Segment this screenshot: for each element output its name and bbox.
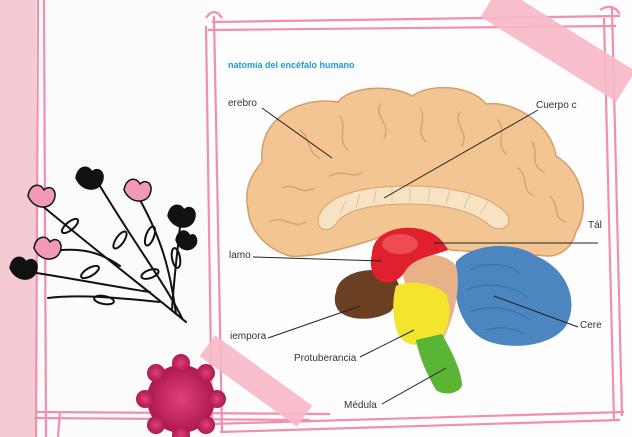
label-protuberancia: Protuberancia: [294, 353, 357, 364]
label-cerebelo: Cere: [580, 320, 602, 331]
label-cerebro: erebro: [228, 98, 257, 109]
label-talamo-left: lamo: [229, 250, 251, 261]
label-cuerpo-calloso: Cuerpo c: [536, 100, 577, 111]
thalamus-highlight: [382, 234, 418, 254]
label-talamo-right: Tál: [588, 220, 602, 231]
diagram-title: natomía del encéfalo humano: [228, 60, 355, 70]
label-temporal: iempora: [230, 331, 267, 342]
label-medula: Médula: [344, 400, 377, 411]
